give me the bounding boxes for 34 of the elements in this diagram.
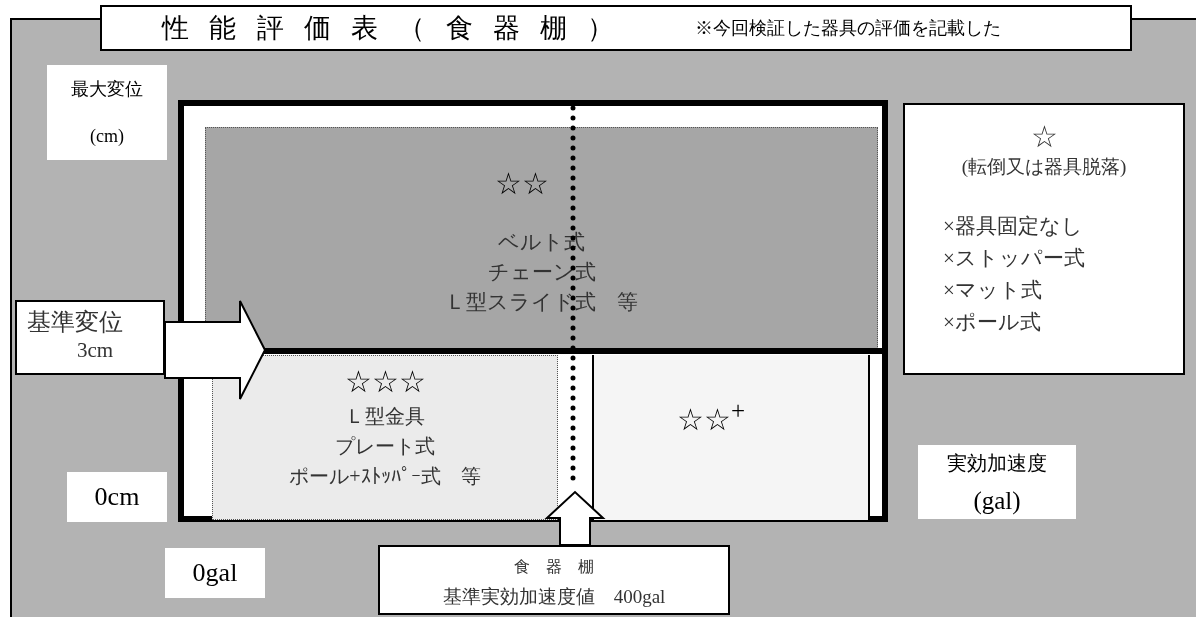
block-arrow: [164, 300, 267, 400]
reference-box: [15, 300, 165, 375]
star-rating: ☆☆$^{+}$: [676, 397, 746, 437]
axis-value: 0gal: [192, 558, 238, 588]
method-item: ×器具固定なし: [943, 213, 1083, 240]
method-name: Ｌ型スライド式 等: [445, 289, 638, 316]
method-name: Ｌ型金具: [345, 404, 425, 429]
rating-region: [205, 127, 878, 351]
method-item: ×マット式: [943, 277, 1042, 304]
block-arrow: [544, 490, 606, 546]
star-rating: ☆☆☆: [344, 364, 426, 399]
reference-box: [378, 545, 730, 615]
method-item: ×ポール式: [943, 309, 1041, 336]
reference-text: 基準変位: [27, 308, 123, 337]
axis-unit: (gal): [973, 486, 1021, 515]
rating-region: [592, 355, 870, 520]
rating-note: (転倒又は器具脱落): [961, 155, 1127, 179]
reference-heading: 食 器 棚: [514, 557, 594, 577]
axis-title: 実効加速度: [947, 451, 1047, 476]
reference-value: 3cm: [77, 338, 114, 363]
axis-unit: (cm): [90, 126, 124, 147]
method-name: ポール+ｽﾄｯﾊﾟｰ式 等: [289, 464, 481, 489]
method-item: ×ストッパー式: [943, 245, 1085, 272]
reference-value: 基準実効加速度値 400gal: [442, 585, 666, 609]
note-text: ※今回検証した器具の評価を記載した: [694, 17, 1001, 40]
axis-title: 最大変位: [71, 78, 143, 101]
legend-panel: [903, 103, 1185, 375]
star-rating: ☆: [1030, 119, 1058, 154]
method-name: プレート式: [335, 434, 435, 459]
method-name: チェーン式: [487, 259, 596, 286]
star-rating: ☆☆: [494, 166, 549, 201]
rating-region: [212, 355, 558, 520]
axis-value: 0cm: [94, 482, 140, 512]
title: 性能評価表（食器棚）: [162, 12, 635, 45]
